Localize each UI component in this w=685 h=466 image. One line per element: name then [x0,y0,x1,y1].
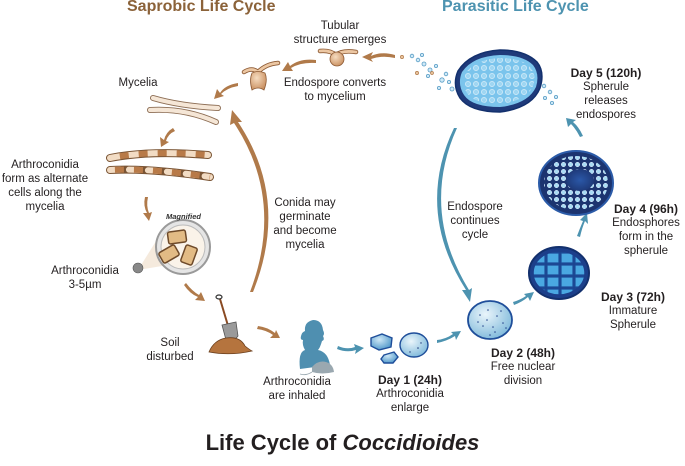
label-line: 3-5µm [68,279,102,291]
label-line: germinate [279,211,331,223]
day2-cell-illustration [467,300,513,340]
arthroconidia-chain-illustration [106,149,214,181]
arrow-conida-arc [230,110,269,292]
parasitic-section-title: Parasitic Life Cycle [442,0,589,15]
saprobic-section-title: Saprobic Life Cycle [127,0,276,15]
day5-releasing-spherule-illustration [400,49,559,113]
day-label: Day 1 (24h) [377,373,443,387]
label-line: mycelia [25,201,65,213]
parasitic-arrows [337,118,588,354]
label-soil: Soil disturbed [142,336,198,364]
arrow-to-mycelia [214,83,238,99]
label-line: Endospore converts [283,77,387,89]
label-line: mycelia [285,239,325,251]
released-endospores [409,53,559,106]
arrow-to-magnified [143,197,152,221]
arrow-to-day4 [577,213,588,237]
label-mycelia: Mycelia [108,76,168,90]
label-line: Endosphores [612,217,680,229]
arrow-to-day3 [513,292,534,305]
title-prefix: Life Cycle of [205,430,343,455]
label-line: Endospore [447,201,503,213]
inhalation-illustration [299,320,334,376]
shovel-soil-illustration [208,294,254,355]
arrow-to-inhaled [257,326,280,338]
label-line: disturbed [146,351,194,363]
title-genus: Coccidioides [342,430,480,455]
label-day5: Day 5 (120h) Spherule releases endospore… [558,66,654,122]
label-line: Spherule [609,319,657,331]
arrow-to-day1 [337,344,364,354]
label-day4: Day 4 (96h) Endosphores form in the sphe… [604,202,685,258]
label-inhaled: Arthroconidia are inhaled [252,375,342,403]
label-line: enlarge [390,402,430,414]
label-day2: Day 2 (48h) Free nuclear division [478,346,568,388]
label-line: form in the [618,231,674,243]
tubular-structure-illustration [317,48,359,67]
label-line: to mycelium [304,91,366,103]
day-label: Day 2 (48h) [490,346,556,360]
day-label: Day 3 (72h) [600,290,666,304]
label-line: structure emerges [293,34,387,46]
arrow-to-day2 [437,331,461,343]
label-line: Free nuclear [490,361,556,373]
label-line: endospores [575,109,637,121]
figure-title: Life Cycle of Coccidioides [0,430,685,456]
label-line: Conida may [274,197,336,209]
label-day1: Day 1 (24h) Arthroconidia enlarge [365,373,455,415]
mycelia-illustration [147,95,221,125]
arrow-continues-arc [437,128,472,302]
label-endospore-converts: Endospore converts to mycelium [280,76,390,104]
label-line: are inhaled [268,390,326,402]
label-line: cells along the [8,187,82,199]
magnified-arthroconidia-illustration [132,219,211,275]
label-tubular: Tubular structure emerges [285,19,395,47]
label-conida-germinate: Conida may germinate and become mycelia [270,196,340,252]
label-line: Arthroconidia [376,388,444,400]
label-line: cycle [461,229,489,241]
endospore-mycelium-illustration [241,60,281,91]
arrow-to-day5 [566,118,583,137]
arrow-to-converts [282,59,316,71]
day4-spherule-illustration [538,150,614,216]
day-label: Day 4 (96h) [613,202,679,216]
day1-cells-illustration [370,332,429,364]
label-arthroconidia-size: Arthroconidia 3-5µm [45,264,125,292]
saprobic-arrows [143,52,395,338]
label-line: Arthroconidia [263,376,331,388]
label-continues: Endospore continues cycle [440,200,510,242]
arrow-to-soil [184,283,205,301]
day3-immature-spherule-illustration [528,246,590,300]
label-line: Tubular [320,20,360,32]
label-arthroconidia-form: Arthroconidia form as alternate cells al… [0,158,90,214]
magnified-label: Magnified [166,212,201,221]
label-line: spherule [623,245,669,257]
label-line: Arthroconidia [51,265,119,277]
arrow-to-arthroconidia [160,128,175,147]
label-line: Soil [160,337,180,349]
label-line: Spherule [582,81,630,93]
label-line: Mycelia [118,77,158,89]
label-line: Arthroconidia [11,159,79,171]
arrow-to-tubular [362,52,395,62]
label-day3: Day 3 (72h) Immature Spherule [588,290,678,332]
label-line: division [503,375,543,387]
label-line: form as alternate [1,173,89,185]
label-line: and become [273,225,337,237]
label-line: releases [584,95,628,107]
label-line: continues [450,215,500,227]
day-label: Day 5 (120h) [570,66,642,80]
label-line: Immature [608,305,658,317]
